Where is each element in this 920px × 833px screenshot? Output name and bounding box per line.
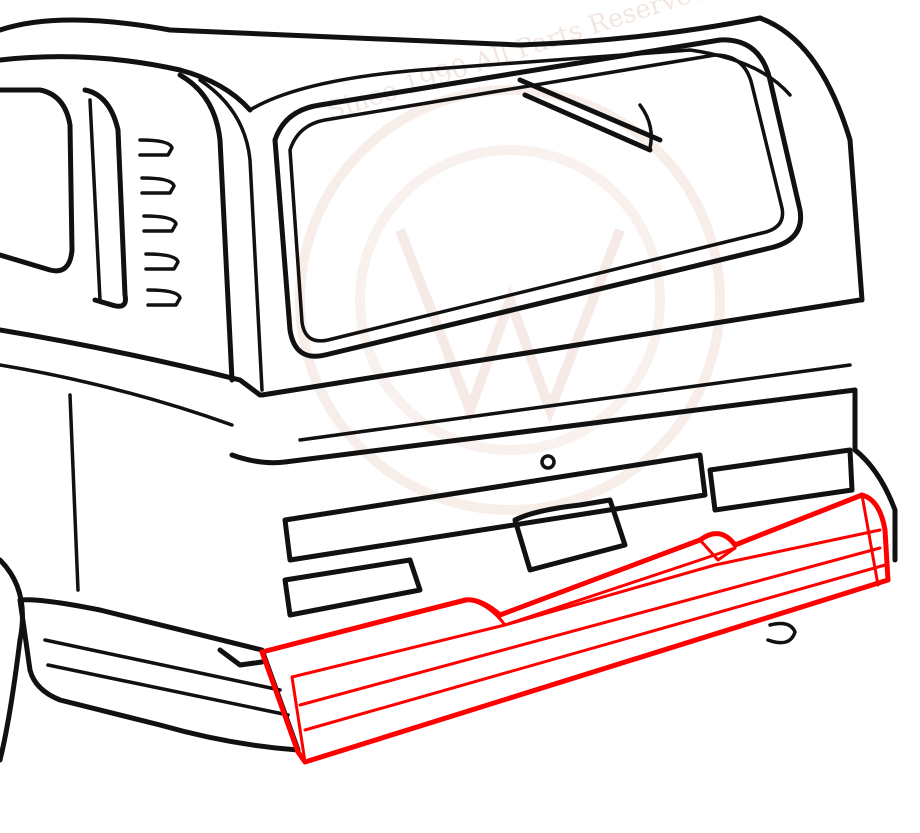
tailgate-seam-2 [298, 363, 852, 442]
air-vents [138, 138, 182, 307]
side-panel-edge [177, 72, 235, 383]
taillight-left [282, 452, 708, 563]
roof-edge [0, 54, 253, 113]
bumper-rib-3 [303, 563, 887, 732]
side-panel-edge-2 [198, 78, 264, 392]
rear-wiper-arm [638, 103, 653, 150]
bumper-left-groove [43, 638, 290, 717]
side-window-front [0, 87, 75, 274]
bumper-end-cap [290, 493, 880, 764]
rear-corner [852, 387, 898, 563]
taillight-lower-right [707, 447, 855, 513]
side-belt-line [0, 327, 263, 398]
tailgate-seam [229, 387, 858, 466]
taillight-lower-left [282, 557, 423, 618]
tow-hook [766, 621, 797, 645]
license-recess [512, 497, 628, 573]
watermark-logo [395, 228, 625, 425]
wheel-arch [0, 557, 25, 763]
roof-rear-upper [248, 48, 792, 112]
roof-rear-curve [757, 15, 865, 303]
bumper-left [17, 597, 301, 753]
bumper-rib-1 [290, 528, 882, 679]
body-lower-edge [217, 647, 265, 668]
tailgate-upper-edge [259, 297, 863, 398]
side-window-rear [82, 87, 128, 309]
side-belt-line-2 [0, 363, 234, 427]
side-lower-line [68, 393, 80, 592]
bumper-step [698, 538, 737, 562]
side-window-pillar [88, 98, 102, 302]
rear-bumper-highlight [259, 492, 891, 765]
rear-window-inner [288, 53, 785, 343]
roof-line [0, 15, 763, 48]
bumper-rib-2 [298, 546, 882, 707]
van-body [0, 15, 898, 763]
tailgate-lock [540, 454, 556, 470]
watermark-ring-inner [355, 145, 665, 455]
rear-wiper [517, 77, 663, 153]
rear-window-outer [272, 37, 804, 359]
